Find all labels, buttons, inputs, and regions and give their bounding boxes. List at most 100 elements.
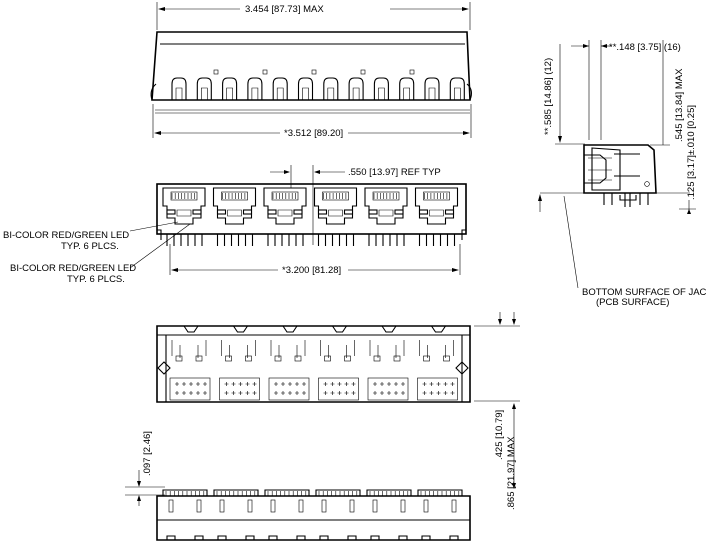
side-tol-dim: .125 [3.17]±.010 [0.25] (686, 105, 697, 200)
pin-hole (231, 391, 236, 395)
rear-slot (270, 499, 276, 513)
led-note-lower-line1: BI-COLOR RED/GREEN LED (10, 263, 136, 274)
rear-top-rail (315, 489, 361, 496)
latch-inner (378, 87, 385, 100)
led-right (192, 209, 202, 215)
pin-hole (401, 391, 405, 395)
pin-hole (344, 382, 349, 386)
pin-hole (373, 391, 377, 395)
pin-hole (175, 382, 179, 386)
pin-hole (196, 382, 200, 386)
port-opening (414, 187, 459, 225)
post-pad (443, 355, 450, 362)
latch-inner (302, 87, 309, 100)
rear-foot (319, 535, 329, 540)
pin-hole (394, 382, 398, 386)
side-top-dim: **.148 [3.75] (16) (609, 42, 681, 53)
pin-hole (189, 391, 193, 395)
port-opening (162, 187, 206, 225)
post-pad (344, 355, 351, 362)
pin-hole (302, 391, 306, 395)
pin-offset-dim: .097 [2.46] (142, 431, 153, 476)
latch-finger (247, 77, 263, 100)
end-curl-left (150, 83, 157, 101)
pin-hole (450, 391, 455, 395)
port-row (156, 184, 467, 246)
post-pad (175, 355, 183, 362)
latch-marker (409, 69, 415, 75)
led-left (418, 209, 429, 215)
pin-hole (337, 382, 342, 386)
rear-slot (349, 499, 355, 513)
pin-hole (443, 391, 448, 395)
pin-hole (351, 391, 356, 395)
top-view: 3.454 [87.73] MAX *3.512 [89.20] (150, 2, 473, 139)
pin-hole (443, 382, 448, 386)
end-curl-right (466, 83, 473, 101)
post-pad (225, 355, 232, 362)
rear-slot (298, 499, 304, 513)
pin-hole (274, 382, 278, 386)
post-pad (195, 355, 203, 362)
rear-foot (370, 535, 380, 540)
latch-finger (449, 77, 465, 100)
pin-hole (252, 382, 257, 386)
rear-top-rail (264, 489, 310, 496)
side-left-dim: **.585 [14.86] (12) (543, 58, 554, 135)
rear-top-rail (366, 489, 412, 496)
port-contacts (322, 191, 349, 201)
pin-hole (323, 382, 328, 386)
post-pad (393, 355, 401, 362)
latch-finger (348, 77, 364, 100)
pin-hole (380, 391, 384, 395)
rear-foot (268, 535, 278, 540)
latch-inner (251, 87, 259, 100)
pin-hole (196, 391, 200, 395)
rear-slot (247, 499, 253, 513)
pin-hole (281, 391, 285, 395)
latch-finger (171, 77, 187, 100)
footprint-block (417, 377, 458, 401)
led-note-upper-line1: BI-COLOR RED/GREEN LED (3, 230, 129, 241)
latch-inner (428, 87, 436, 100)
led-left (317, 209, 328, 215)
rear-pin-row (162, 489, 463, 540)
port-label-plate (176, 209, 192, 217)
pin-hole (373, 382, 377, 386)
port-opening (313, 187, 358, 225)
rear-foot (421, 535, 431, 540)
pin-hole (203, 382, 207, 386)
latch-inner (175, 87, 183, 100)
pin-hole (295, 382, 299, 386)
rear-slot (321, 499, 327, 513)
pin-hole (436, 391, 441, 395)
port-contacts (221, 191, 248, 201)
rear-slot (372, 499, 378, 513)
top-notch (332, 325, 347, 333)
rear-slot (423, 499, 429, 513)
pin-hole (238, 382, 243, 386)
pin-hole (344, 391, 349, 395)
front-edge-right (461, 184, 467, 240)
led-left (216, 209, 227, 215)
latch-inner (327, 87, 335, 100)
footprint-block (268, 377, 310, 401)
pin-hole (238, 391, 243, 395)
latch-inner (454, 87, 461, 100)
latch-marker (213, 69, 219, 75)
latch-finger (399, 77, 415, 100)
bottom-view: .425 [10.79] .865 [21.97] MAX (156, 312, 520, 510)
led-note-upper-line2: TYP. 6 PLCS. (61, 241, 119, 252)
led-left (267, 209, 277, 215)
pitch-ref-dim: .550 [13.97] REF TYP (348, 167, 441, 178)
pin-hole (394, 391, 398, 395)
pin-hole (295, 391, 299, 395)
mount-diamond-right (455, 361, 469, 375)
latch-finger (323, 77, 339, 100)
pin-hole (401, 382, 405, 386)
pin-hole (281, 382, 285, 386)
overall-width-dim: *3.512 [89.20] (284, 128, 343, 139)
latch-marker (311, 69, 317, 75)
pin-hole (231, 382, 236, 386)
rear-slot (168, 499, 174, 513)
